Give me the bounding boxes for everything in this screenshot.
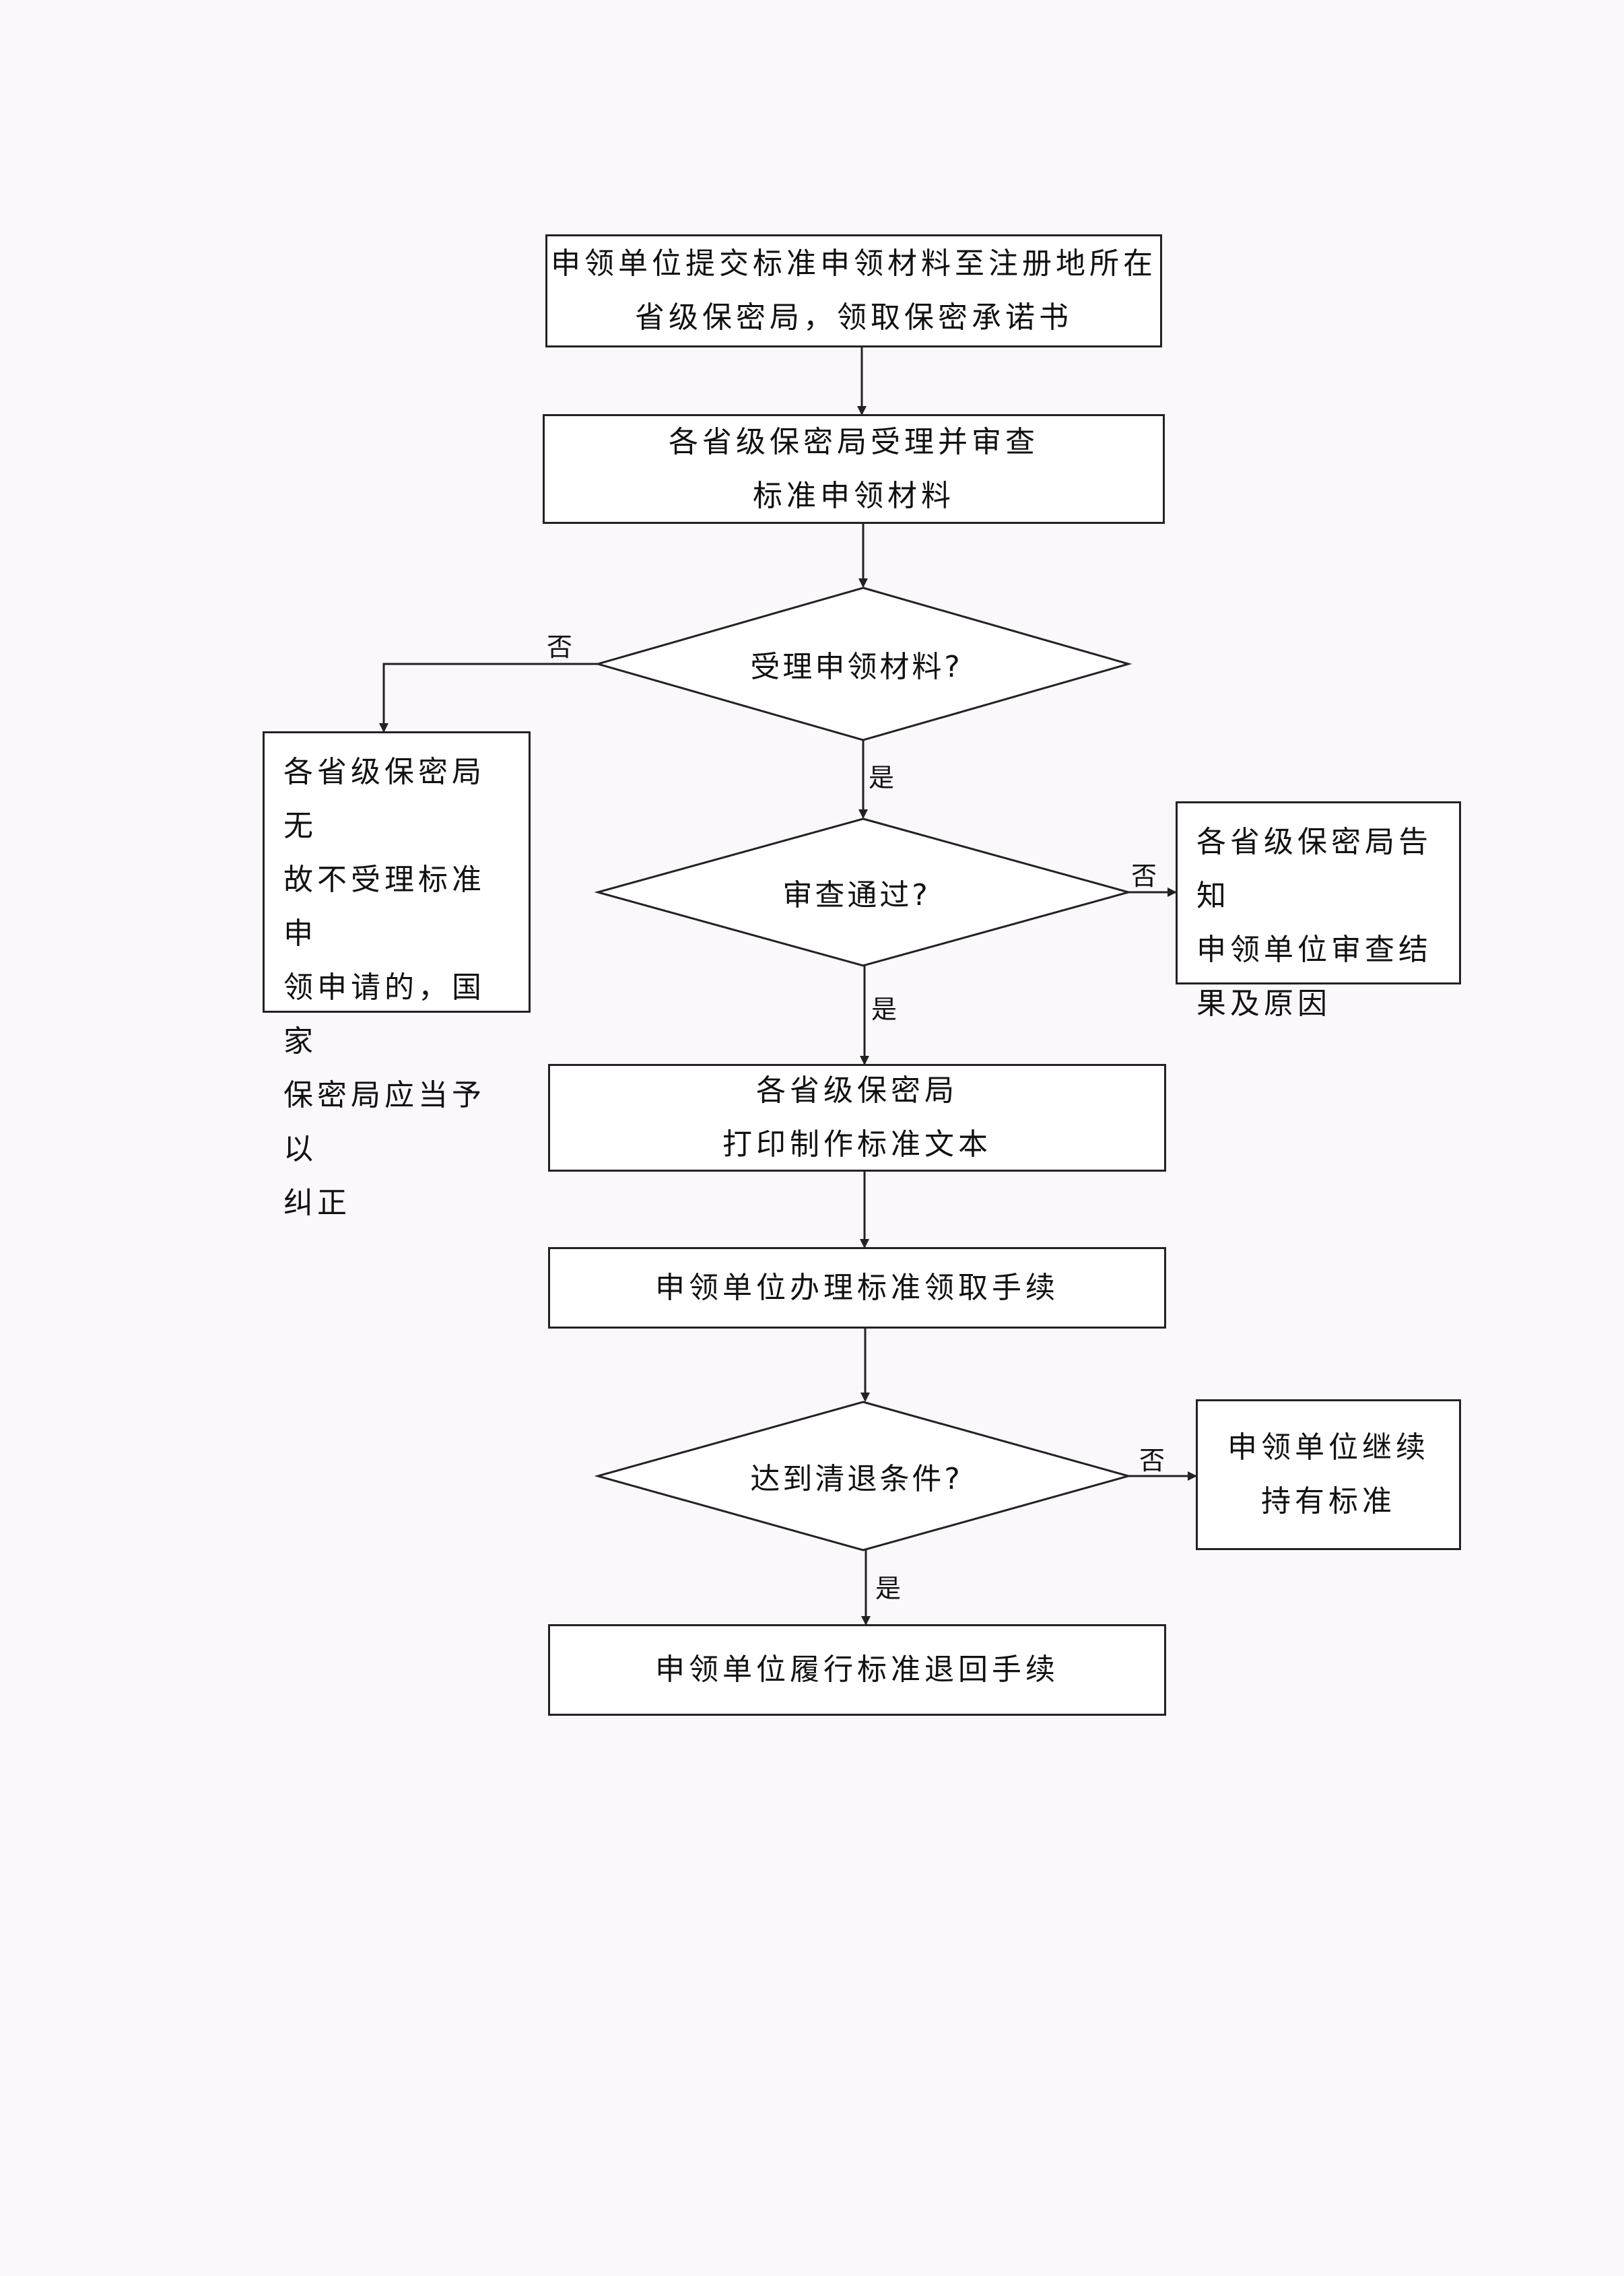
edge-clearance-no-label: 否 [1139, 1446, 1165, 1475]
node-submit-line-2: 省级保密局，领取保密承诺书 [635, 300, 1073, 335]
edge-review-no-label: 否 [1131, 861, 1157, 891]
decision-clearance-label: 达到清退条件? [750, 1462, 963, 1496]
node-reject-correct-line-5: 纠正 [283, 1186, 351, 1220]
node-return-procedure-line-1: 申领单位履行标准退回手续 [655, 1652, 1059, 1687]
node-submit: 申领单位提交标准申领材料至注册地所在 省级保密局，领取保密承诺书 [545, 234, 1162, 347]
edge-accept-no-label: 否 [547, 632, 573, 662]
node-reject-correct: 各省级保密局无 故不受理标准申 领申请的，国家 保密局应当予以 纠正 [263, 731, 531, 1220]
node-accept-review-line-1: 各省级保密局受理并审查 [669, 424, 1039, 459]
node-keep-holding-line-1: 申领单位继续 [1227, 1430, 1429, 1465]
decision-review-label: 审查通过? [782, 878, 931, 912]
node-reject-correct-line-2: 故不受理标准申 [283, 863, 485, 951]
edge-accept-yes-label: 是 [869, 763, 895, 793]
node-notify-result-line-1: 各省级保密局告知 [1196, 825, 1432, 913]
node-reject-correct-line-1: 各省级保密局无 [283, 755, 485, 843]
node-notify-result-line-2: 申领单位审查结 [1196, 933, 1432, 967]
node-submit-line-1: 申领单位提交标准申领材料至注册地所在 [551, 246, 1157, 281]
decision-clearance-shape [594, 1401, 1132, 1551]
node-print-text-line-1: 各省级保密局 [756, 1073, 958, 1108]
node-keep-holding-line-2: 持有标准 [1261, 1484, 1396, 1518]
node-print-text-line-2: 打印制作标准文本 [722, 1127, 992, 1162]
edge-review-yes-label: 是 [871, 995, 898, 1024]
edge-clearance-yes-label: 是 [875, 1574, 902, 1603]
node-accept-review: 各省级保密局受理并审查 标准申领材料 [543, 414, 1165, 524]
node-reject-correct-line-4: 保密局应当予以 [283, 1078, 485, 1166]
node-accept-review-line-2: 标准申领材料 [753, 478, 955, 513]
decision-review-shape [594, 817, 1132, 967]
node-reject-correct-line-3: 领申请的，国家 [283, 970, 485, 1059]
node-keep-holding: 申领单位继续 持有标准 [1196, 1399, 1461, 1550]
node-notify-result: 各省级保密局告知 申领单位审查结 果及原因 [1176, 801, 1461, 1021]
node-return-procedure: 申领单位履行标准退回手续 [548, 1624, 1166, 1716]
node-print-text: 各省级保密局 打印制作标准文本 [548, 1064, 1166, 1172]
edge-accept-no [379, 663, 598, 733]
node-collect-line-1: 申领单位办理标准领取手续 [655, 1270, 1059, 1305]
decision-accept-label: 受理申领材料? [750, 650, 963, 684]
node-notify-result-line-3: 果及原因 [1196, 986, 1331, 1021]
node-collect: 申领单位办理标准领取手续 [548, 1247, 1166, 1329]
